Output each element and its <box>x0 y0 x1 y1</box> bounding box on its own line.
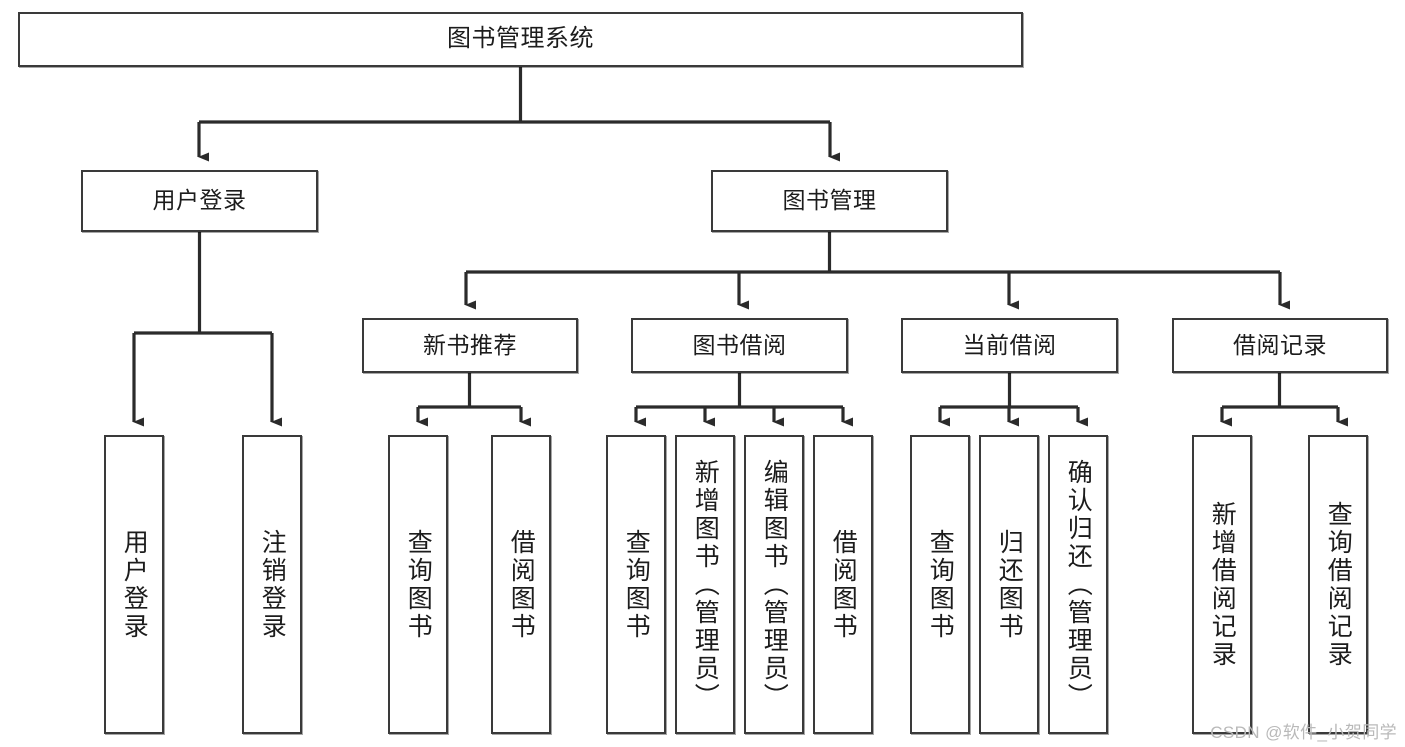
node-leaf-return-book[interactable]: 归还图书 <box>979 435 1039 734</box>
node-leaf-return-book-label: 归还图书 <box>995 528 1024 641</box>
node-leaf-query-record-label: 查询借阅记录 <box>1324 500 1353 669</box>
node-leaf-borrow-book-2-label: 借阅图书 <box>829 528 858 641</box>
node-leaf-add-record-label: 新增借阅记录 <box>1208 500 1237 669</box>
node-user-login-label: 用户登录 <box>152 187 247 214</box>
node-leaf-query-book-3-label: 查询图书 <box>926 528 955 641</box>
node-leaf-borrow-book-1[interactable]: 借阅图书 <box>491 435 551 734</box>
node-leaf-query-book-2-label: 查询图书 <box>622 528 651 641</box>
node-borrow-record-label: 借阅记录 <box>1233 331 1327 358</box>
node-book-borrow-label: 图书借阅 <box>692 331 787 358</box>
node-leaf-user-login[interactable]: 用户登录 <box>104 435 164 734</box>
node-leaf-edit-book-label: 编辑图书（管理员） <box>760 458 789 711</box>
node-leaf-query-record[interactable]: 查询借阅记录 <box>1308 435 1368 734</box>
node-book-manage-label: 图书管理 <box>782 187 877 214</box>
node-root[interactable]: 图书管理系统 <box>18 12 1023 67</box>
node-leaf-add-record[interactable]: 新增借阅记录 <box>1192 435 1252 734</box>
node-leaf-borrow-book-1-label: 借阅图书 <box>507 528 536 641</box>
node-user-login[interactable]: 用户登录 <box>81 170 318 232</box>
node-leaf-query-book-3[interactable]: 查询图书 <box>910 435 970 734</box>
node-leaf-add-book[interactable]: 新增图书（管理员） <box>675 435 735 734</box>
node-leaf-confirm-return[interactable]: 确认归还（管理员） <box>1048 435 1108 734</box>
node-leaf-query-book-1-label: 查询图书 <box>404 528 433 641</box>
node-leaf-borrow-book-2[interactable]: 借阅图书 <box>813 435 873 734</box>
node-leaf-edit-book[interactable]: 编辑图书（管理员） <box>744 435 804 734</box>
node-current-borrow[interactable]: 当前借阅 <box>901 318 1118 373</box>
node-leaf-user-login-label: 用户登录 <box>120 528 149 641</box>
node-new-book-rec[interactable]: 新书推荐 <box>362 318 578 373</box>
watermark-text: CSDN @软件_小贺同学 <box>1210 723 1397 742</box>
node-new-book-rec-label: 新书推荐 <box>423 331 517 358</box>
node-book-manage[interactable]: 图书管理 <box>711 170 948 232</box>
node-root-label: 图书管理系统 <box>447 25 594 53</box>
node-current-borrow-label: 当前借阅 <box>962 331 1057 358</box>
node-leaf-add-book-label: 新增图书（管理员） <box>691 458 720 711</box>
node-leaf-query-book-2[interactable]: 查询图书 <box>606 435 666 734</box>
node-leaf-query-book-1[interactable]: 查询图书 <box>388 435 448 734</box>
node-leaf-confirm-return-label: 确认归还（管理员） <box>1064 458 1093 711</box>
node-leaf-logout-label: 注销登录 <box>258 528 287 641</box>
node-book-borrow[interactable]: 图书借阅 <box>631 318 848 373</box>
node-leaf-logout[interactable]: 注销登录 <box>242 435 302 734</box>
node-borrow-record[interactable]: 借阅记录 <box>1172 318 1388 373</box>
